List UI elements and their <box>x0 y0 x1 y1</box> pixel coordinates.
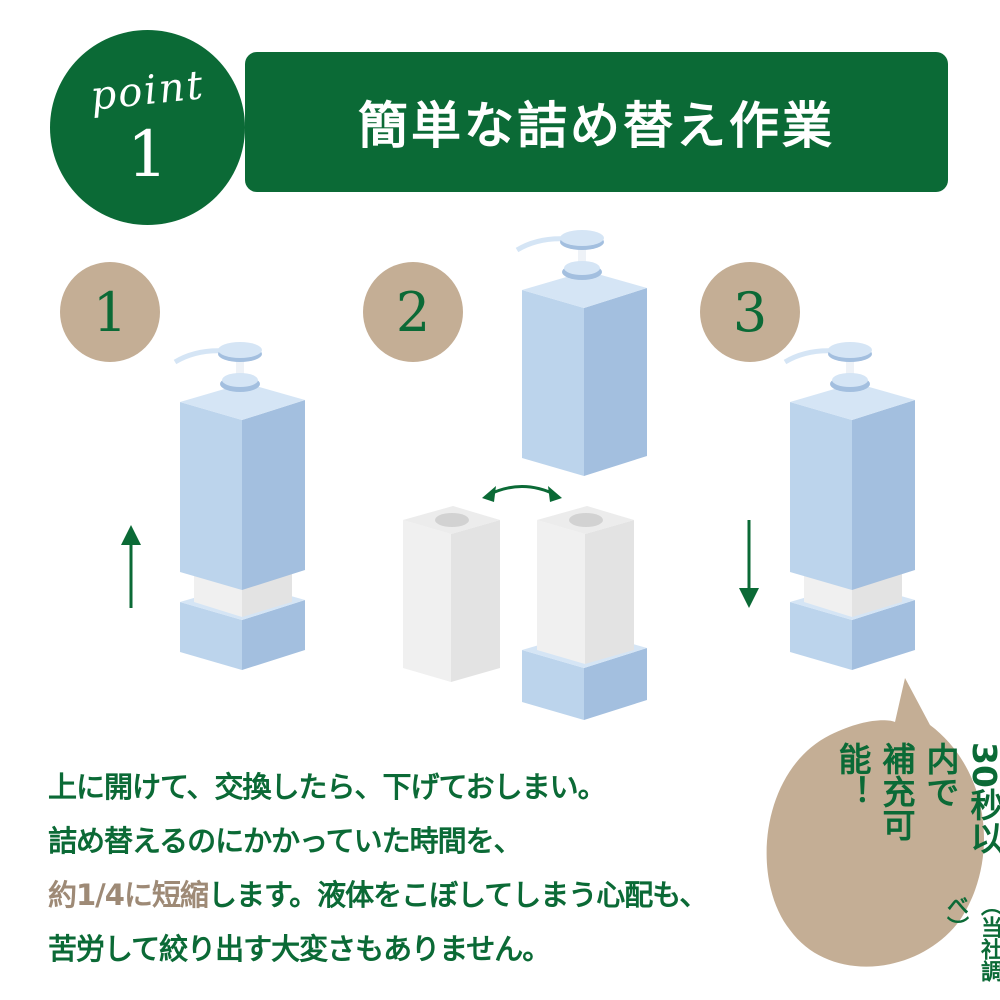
arrow-down-icon <box>739 520 759 608</box>
step-2-badge: 2 <box>363 262 463 362</box>
bubble-note: （当社調べ） <box>943 893 1000 982</box>
refill-cartridge-old <box>403 506 500 682</box>
speech-bubble <box>766 678 984 967</box>
refill-cartridge-new <box>537 506 634 664</box>
swap-arrow-icon <box>482 485 562 502</box>
description-line-3-rest: します。液体をこぼしてしまう心配も、 <box>207 878 708 912</box>
bubble-text: 30秒以内で補充可能！ （当社調べ） <box>830 742 1000 1000</box>
point-label: point <box>88 62 207 120</box>
bottle-step-2-top <box>515 230 647 476</box>
bubble-line-2: 補充可能！ <box>833 742 916 841</box>
description-line-3: 約1/4に短縮します。液体をこぼしてしまう心配も、 <box>48 868 708 922</box>
description-line-1: 上に開けて、交換したら、下げておしまい。 <box>48 770 607 804</box>
point-number: 1 <box>127 118 168 192</box>
description-line-2: 詰め替えるのにかかっていた時間を、 <box>48 824 523 858</box>
highlight-quarter: 約1/4に <box>48 878 153 912</box>
title-banner: 簡単な詰め替え作業 <box>245 52 948 192</box>
description-line-4: 苦労して絞り出す大変さもありません。 <box>48 932 551 966</box>
step-3-badge: 3 <box>700 262 800 362</box>
highlight-shorten: 短縮 <box>151 878 209 912</box>
step-1-badge: 1 <box>60 262 160 362</box>
description: 上に開けて、交換したら、下げておしまい。 詰め替えるのにかかっていた時間を、 約… <box>48 760 708 976</box>
bubble-line-1: 30秒以内で <box>921 742 1000 854</box>
bottle-step-1 <box>173 342 305 670</box>
page-title: 簡単な詰め替え作業 <box>358 97 835 155</box>
point-badge: point 1 <box>50 30 245 225</box>
arrow-up-icon <box>121 525 141 608</box>
bottle-step-3 <box>783 342 915 670</box>
